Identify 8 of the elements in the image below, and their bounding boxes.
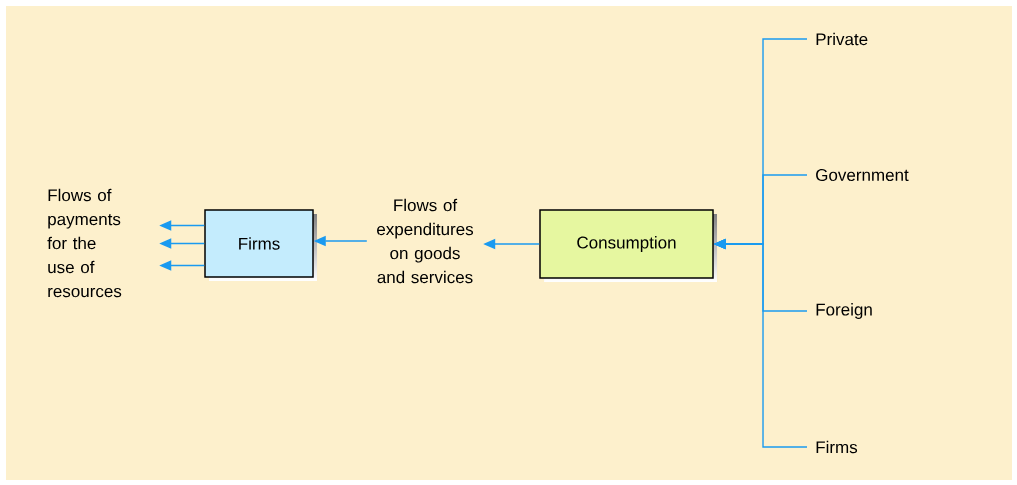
sector-label: Government — [816, 169, 909, 182]
process-box: Consumption — [539, 209, 717, 282]
sector-label: Private — [816, 32, 868, 46]
flow-label: Flows of expenditures on goods and services — [377, 198, 474, 284]
sector-label: Foreign — [816, 303, 872, 319]
flow-label: Flows of payments for the use of resources — [47, 188, 122, 298]
sector-label: Firms — [816, 440, 858, 454]
process-box: Firms — [204, 209, 317, 281]
